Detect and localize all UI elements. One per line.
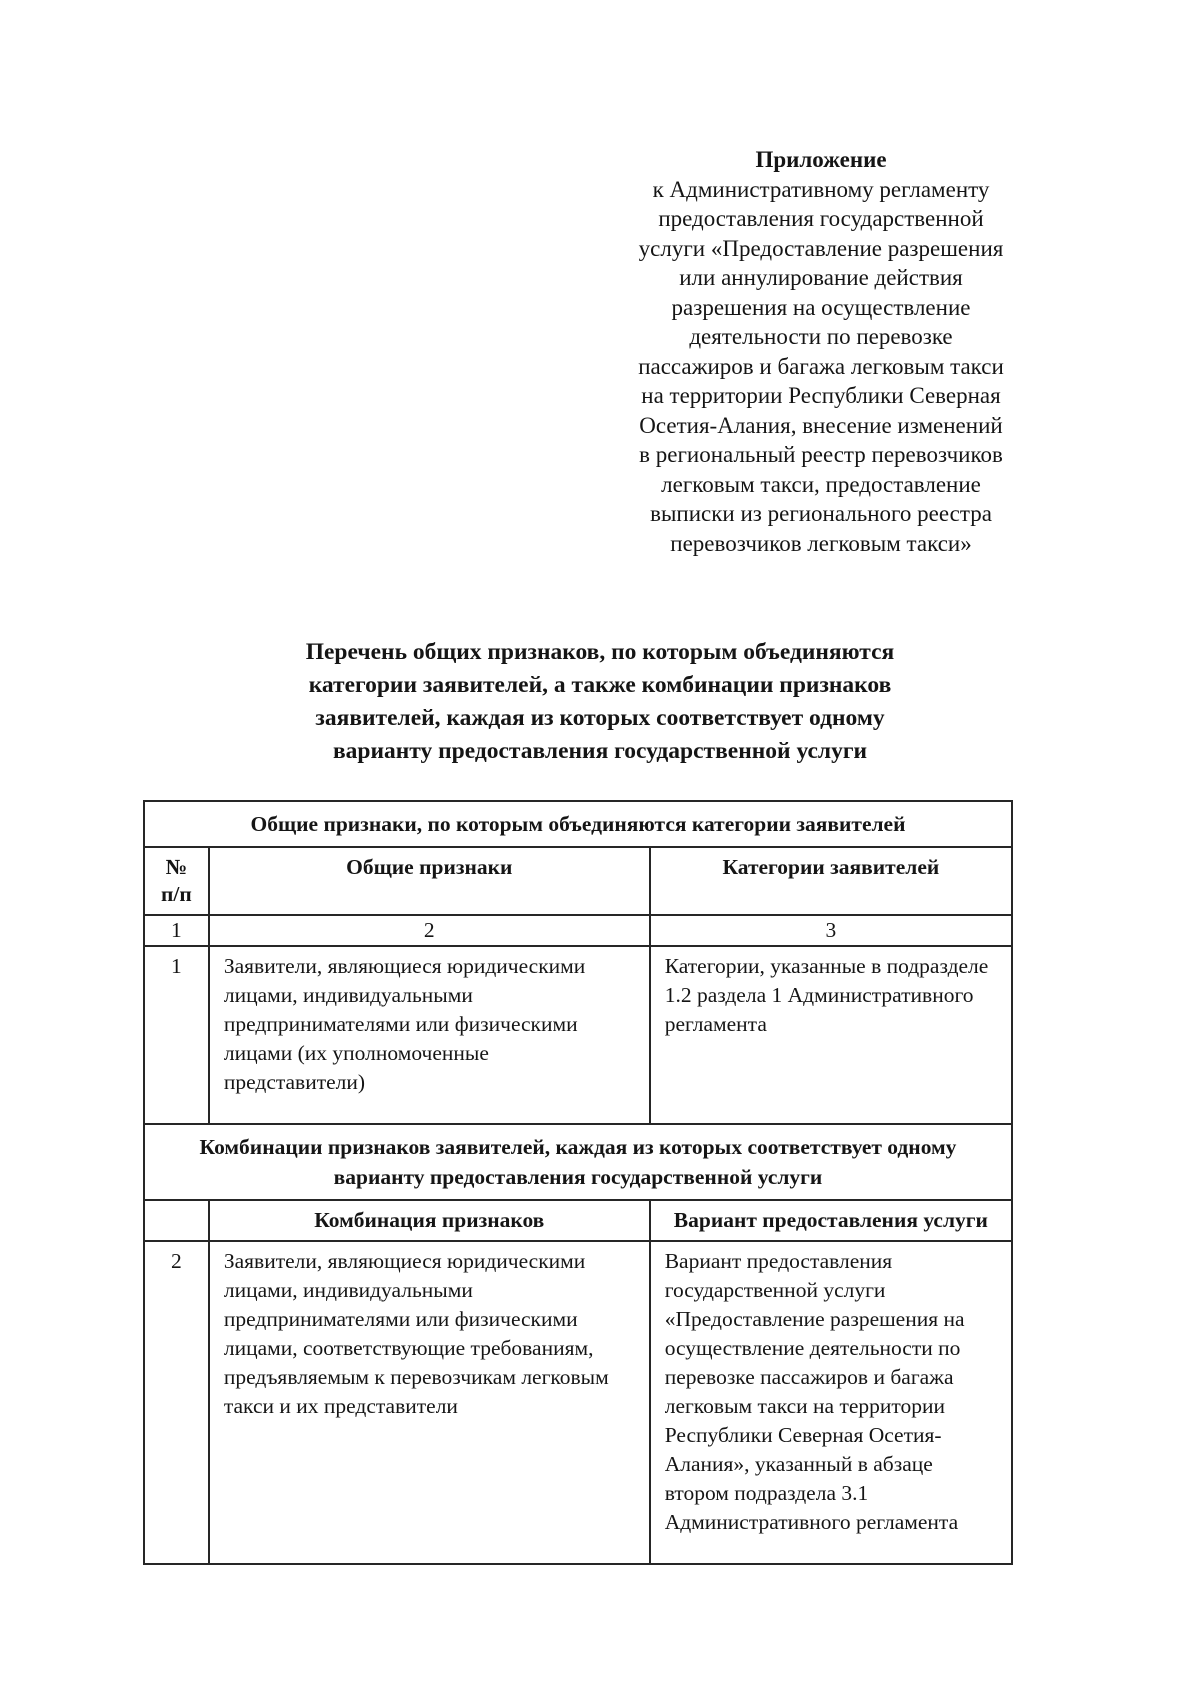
row-categories-cell: Категории, указанные в подразделе 1.2 ра… (648, 945, 1014, 1125)
appendix-title: Приложение (755, 147, 887, 172)
appendix-text: к Административному регламенту предостав… (638, 176, 1004, 556)
col-header-categories: Категории заявителей (648, 846, 1014, 916)
column-numbers-row: 1 2 3 (143, 914, 1014, 947)
col-header-variant: Вариант предоставления услуги (648, 1199, 1014, 1242)
row-combination-cell: Заявители, являющиеся юридическими лицам… (207, 1240, 651, 1565)
col-header-combination: Комбинация признаков (207, 1199, 651, 1242)
col-number-3: 3 (648, 914, 1014, 947)
row-number: 1 (143, 945, 210, 1125)
appendix-block: Приложение к Административному регламент… (603, 145, 1039, 558)
column-header-row-2: Комбинация признаков Вариант предоставле… (143, 1199, 1014, 1242)
table-row: 2 Заявители, являющиеся юридическими лиц… (143, 1240, 1014, 1565)
col-header-empty (143, 1199, 210, 1242)
row-variant-cell: Вариант предоставления государственной у… (648, 1240, 1014, 1565)
section2-header-row: Комбинации признаков заявителей, каждая … (143, 1123, 1013, 1201)
section1-header: Общие признаки, по которым объединяются … (143, 800, 1013, 848)
row-signs-cell: Заявители, являющиеся юридическими лицам… (207, 945, 651, 1125)
page-title: Перечень общих признаков, по которым объ… (305, 639, 895, 764)
section1-header-row: Общие признаки, по которым объединяются … (143, 800, 1013, 848)
col-number-1: 1 (143, 914, 210, 947)
col-header-signs: Общие признаки (207, 846, 651, 916)
column-header-row-1: № п/п Общие признаки Категории заявителе… (143, 846, 1014, 916)
col-number-2: 2 (207, 914, 651, 947)
section2-header: Комбинации признаков заявителей, каждая … (143, 1123, 1013, 1201)
table-row: 1 Заявители, являющиеся юридическими лиц… (143, 945, 1014, 1125)
row-number: 2 (143, 1240, 210, 1565)
signs-table: Общие признаки, по которым объединяются … (143, 800, 1014, 1565)
col-header-num: № п/п (143, 846, 210, 916)
